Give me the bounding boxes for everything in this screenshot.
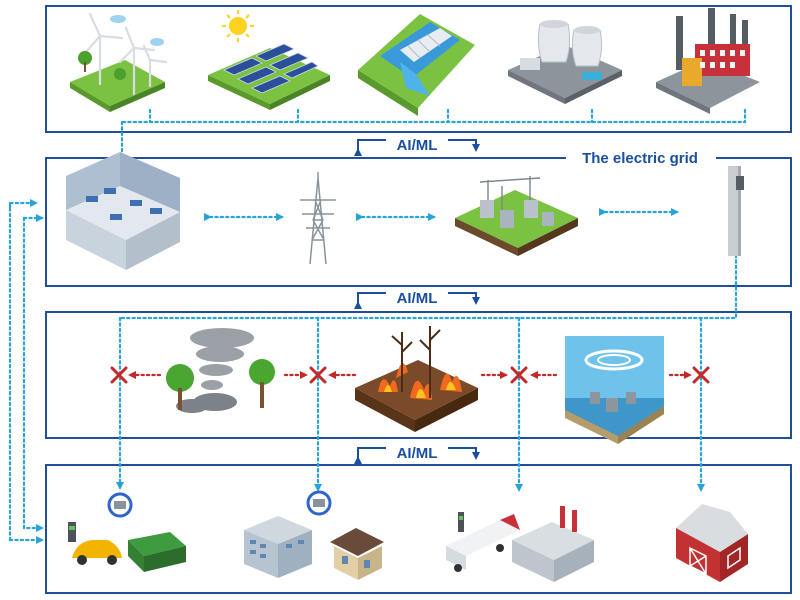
left-loop-upper bbox=[8, 199, 38, 210]
wildfire-icon bbox=[355, 326, 478, 432]
distribution-bus bbox=[118, 253, 738, 320]
substation-icon bbox=[455, 176, 578, 256]
wind-farm-icon bbox=[70, 12, 168, 112]
barn-icon bbox=[676, 504, 748, 582]
nuclear-plant-icon bbox=[508, 20, 622, 104]
solar-farm-icon bbox=[208, 10, 330, 110]
threats-panel bbox=[45, 311, 792, 439]
consumers-panel bbox=[45, 464, 792, 594]
utility-pole-icon bbox=[728, 166, 744, 256]
transmission-tower-icon bbox=[300, 172, 336, 265]
svg-text:AI/ML: AI/ML bbox=[397, 445, 438, 462]
hurricane-flood-icon bbox=[565, 336, 664, 444]
commercial-buildings-icon bbox=[244, 490, 384, 580]
generation-bus-line bbox=[120, 108, 747, 124]
svg-text:AI/ML: AI/ML bbox=[397, 290, 438, 307]
industrial-icon bbox=[446, 506, 594, 582]
tornado-icon bbox=[166, 328, 275, 413]
fossil-plant-icon bbox=[656, 8, 760, 114]
svg-text:AI/ML: AI/ML bbox=[397, 137, 438, 154]
generation-panel bbox=[45, 5, 792, 133]
hydro-dam-icon bbox=[358, 14, 475, 116]
ai-ml-label-2: AI/ML bbox=[354, 290, 480, 309]
grid-title: The electric grid bbox=[582, 150, 698, 167]
failure-x-icon bbox=[110, 366, 710, 384]
ai-ml-label-1: AI/ML bbox=[354, 137, 480, 156]
ev-charging-icon bbox=[68, 492, 186, 572]
ai-ml-label-3: AI/ML bbox=[354, 445, 480, 464]
control-center-icon bbox=[66, 152, 180, 270]
